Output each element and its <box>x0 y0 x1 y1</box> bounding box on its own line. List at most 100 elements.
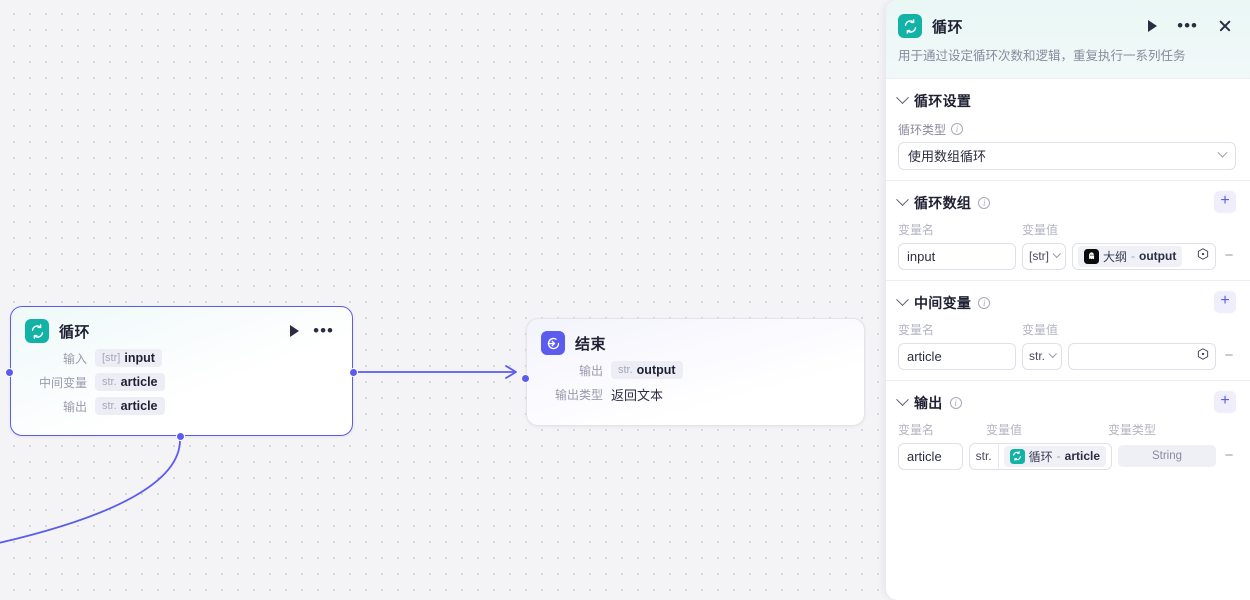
remove-row-button[interactable]: − <box>1224 347 1234 364</box>
remove-row-button[interactable]: − <box>1224 247 1234 264</box>
close-icon[interactable] <box>1218 19 1232 33</box>
variable-reference-chip[interactable]: 循环 - article <box>1003 445 1106 467</box>
chevron-down-icon <box>1048 349 1057 359</box>
value-chip: str. article <box>95 397 165 415</box>
node-end-header: 结束 <box>527 319 864 359</box>
section-output: 输出 i + 变量名 变量值 变量类型 article str. <box>886 381 1250 480</box>
column-header-name: 变量名 <box>898 222 935 237</box>
column-header-value: 变量值 <box>1022 322 1059 337</box>
properties-panel: 循环 ••• 用于通过设定循环次数和逻辑，重复执行一系列任务 循环设置 循环类型… <box>886 0 1250 600</box>
target-picker-icon[interactable] <box>1196 247 1210 266</box>
column-header-name: 变量名 <box>898 322 935 337</box>
node-row: 中间变量 str. article <box>25 373 338 391</box>
section-title: 输出 <box>914 394 943 411</box>
row-label: 输出 <box>578 363 603 378</box>
edge-layer <box>0 365 517 544</box>
more-icon[interactable]: ••• <box>313 321 334 340</box>
node-loop-actions: ••• <box>290 321 338 340</box>
var-type-badge: String <box>1118 445 1216 467</box>
more-icon[interactable]: ••• <box>1177 16 1198 35</box>
chip-type: str. <box>102 400 117 412</box>
section-intermediate-vars: 中间变量 i + 变量名 变量值 article str. <box>886 281 1250 381</box>
chip-type: str. <box>618 364 633 376</box>
chip-value: output <box>636 363 676 377</box>
var-value-field[interactable]: 大纲 - output <box>1072 242 1216 270</box>
node-end-title: 结束 <box>575 335 607 353</box>
target-picker-icon[interactable] <box>1196 347 1210 366</box>
section-header[interactable]: 中间变量 i <box>896 293 1236 313</box>
chip-type: str. <box>102 376 117 388</box>
var-type-value: str. <box>1029 349 1046 363</box>
panel-header: 循环 ••• 用于通过设定循环次数和逻辑，重复执行一系列任务 <box>886 0 1250 79</box>
column-header-name: 变量名 <box>898 422 935 437</box>
var-value-field[interactable]: str. 循环 - article <box>968 442 1112 470</box>
column-headers: 变量名 变量值 变量类型 <box>898 421 1236 438</box>
node-loop[interactable]: 循环 ••• 输入 [str] input 中间变量 str. <box>5 306 358 441</box>
loop-type-select[interactable]: 使用数组循环 <box>898 141 1236 170</box>
section-header[interactable]: 循环数组 i <box>896 193 1236 213</box>
handle-left[interactable] <box>521 374 530 383</box>
node-end[interactable]: 结束 输出 str. output 输出类型 返回文本 <box>521 318 865 426</box>
var-type-select[interactable]: str. <box>1022 342 1063 370</box>
chip-type: [str] <box>102 352 121 364</box>
loop-icon <box>898 14 922 38</box>
handle-bottom[interactable] <box>176 432 185 441</box>
section-loop-settings: 循环设置 循环类型 i 使用数组循环 <box>886 79 1250 181</box>
chevron-down-icon[interactable] <box>896 91 909 105</box>
add-row-button[interactable]: + <box>1214 390 1236 413</box>
node-end-rows: 输出 str. output 输出类型 返回文本 <box>527 359 864 404</box>
table-row: input [str] 大纲 <box>898 242 1236 270</box>
ref-field: article <box>1064 449 1100 463</box>
info-icon[interactable]: i <box>978 196 991 209</box>
node-row: 输出 str. output <box>541 361 850 379</box>
loop-type-value: 使用数组循环 <box>908 149 987 164</box>
remove-row-button[interactable]: − <box>1224 447 1234 464</box>
ref-source: 大纲 <box>1103 249 1128 264</box>
add-row-button[interactable]: + <box>1214 190 1236 213</box>
play-icon[interactable] <box>290 325 300 337</box>
section-header[interactable]: 循环设置 <box>896 91 1236 111</box>
add-row-button[interactable]: + <box>1214 290 1236 313</box>
row-value: 返回文本 <box>611 388 664 403</box>
node-loop-header: 循环 ••• <box>11 307 352 347</box>
var-name-input[interactable]: article <box>898 442 963 470</box>
section-title: 中间变量 <box>914 294 972 311</box>
section-header[interactable]: 输出 i <box>896 393 1236 413</box>
run-icon[interactable] <box>1148 20 1158 32</box>
value-chip: [str] input <box>95 349 162 367</box>
chevron-down-icon <box>1052 249 1061 259</box>
node-row: 输出 str. article <box>25 397 338 415</box>
var-type-value: str. <box>970 443 999 469</box>
handle-left[interactable] <box>5 368 14 377</box>
field-label-loop-type: 循环类型 i <box>898 121 1236 138</box>
variable-reference-chip[interactable]: 大纲 - output <box>1078 245 1183 267</box>
loop-icon <box>1009 448 1025 464</box>
panel-title: 循环 <box>932 18 964 36</box>
workflow-canvas[interactable]: 循环 ••• 输入 [str] input 中间变量 str. <box>0 0 886 600</box>
panel-actions: ••• <box>1148 16 1236 35</box>
var-value-field[interactable] <box>1068 342 1216 370</box>
chip-value: article <box>120 399 158 413</box>
node-loop-rows: 输入 [str] input 中间变量 str. article 输出 <box>11 347 352 415</box>
table-row: article str. 循环 - <box>898 442 1236 470</box>
node-loop-title: 循环 <box>59 323 91 341</box>
table-row: article str. − <box>898 342 1236 370</box>
info-icon[interactable]: i <box>978 296 991 309</box>
var-name-input[interactable]: article <box>898 342 1016 370</box>
chip-value: article <box>120 375 158 389</box>
loop-icon <box>25 319 49 343</box>
chevron-down-icon[interactable] <box>896 393 909 407</box>
chevron-down-icon[interactable] <box>896 293 909 307</box>
handle-right[interactable] <box>349 368 358 377</box>
info-icon[interactable]: i <box>951 123 964 135</box>
section-loop-array: 循环数组 i + 变量名 变量值 input [str] <box>886 181 1250 281</box>
var-type-select[interactable]: [str] <box>1022 242 1066 270</box>
chip-value: input <box>124 351 155 365</box>
column-headers: 变量名 变量值 <box>898 321 1236 338</box>
var-name-input[interactable]: input <box>898 242 1016 270</box>
edge-arrowhead <box>505 365 517 379</box>
info-icon[interactable]: i <box>949 396 962 409</box>
value-chip: str. article <box>95 373 165 391</box>
chevron-down-icon[interactable] <box>896 193 909 207</box>
